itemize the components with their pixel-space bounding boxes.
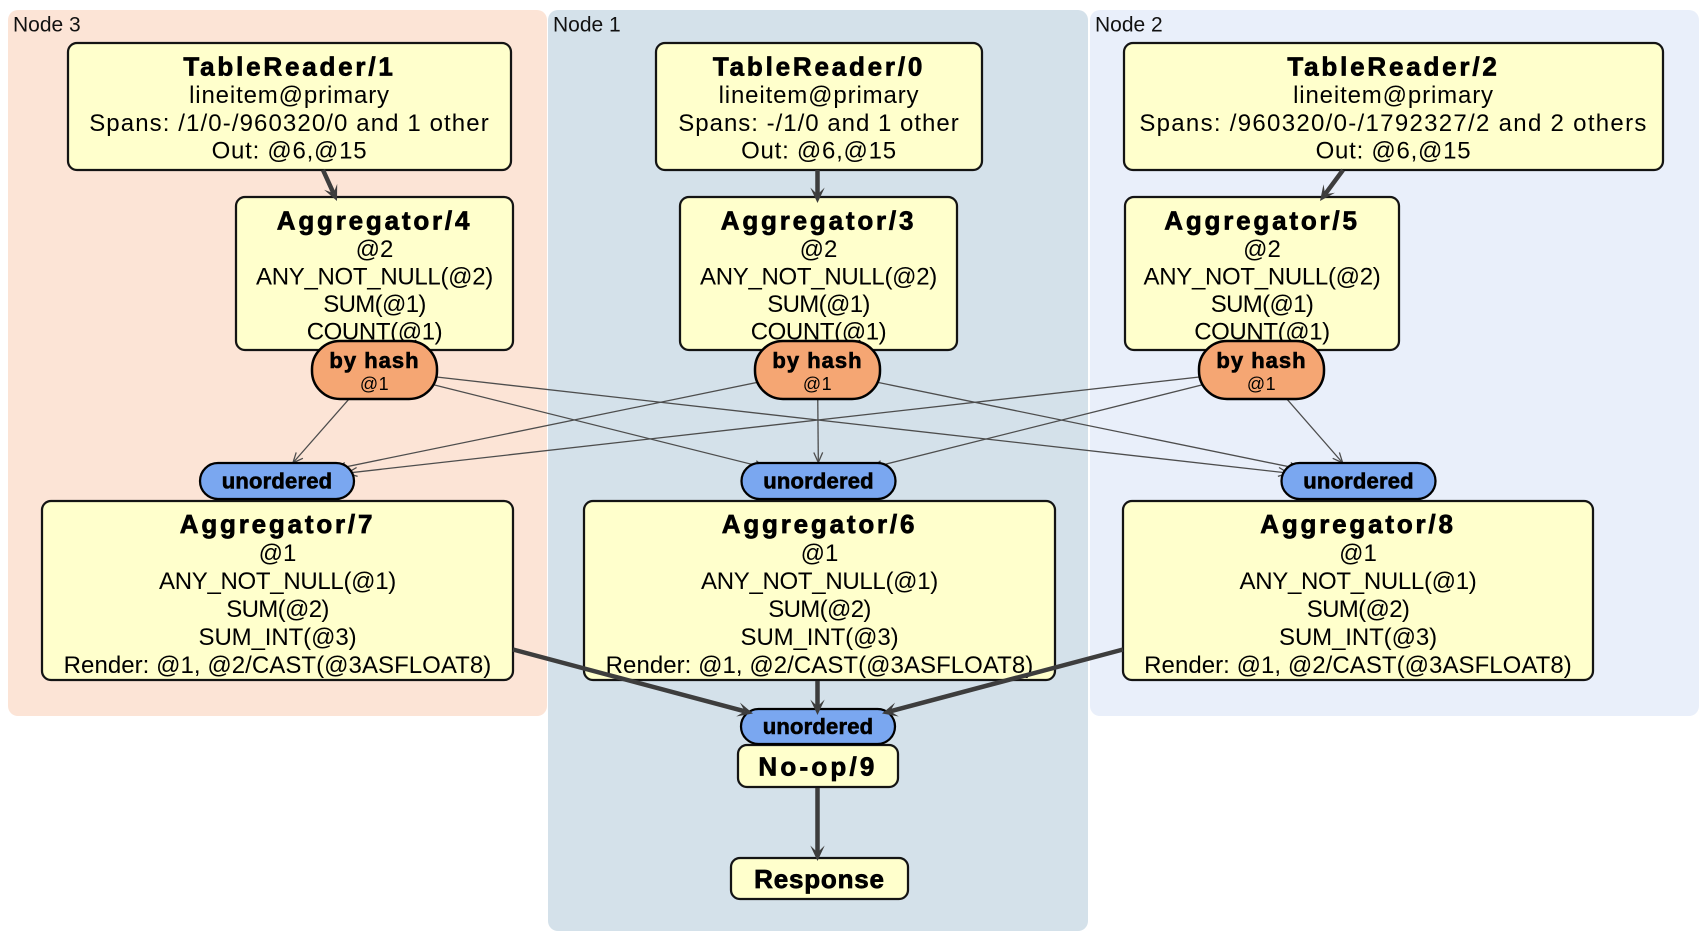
svg-text:@1: @1 <box>801 540 839 567</box>
svg-text:ANY_NOT_NULL(@2): ANY_NOT_NULL(@2) <box>700 264 937 291</box>
svg-text:Aggregator/5: Aggregator/5 <box>1164 206 1359 236</box>
svg-text:Render: @1, @2/CAST(@3ASFLOAT8: Render: @1, @2/CAST(@3ASFLOAT8) <box>606 652 1034 679</box>
svg-text:@1: @1 <box>259 540 297 567</box>
svg-text:TableReader/2: TableReader/2 <box>1287 52 1499 82</box>
svg-text:Response: Response <box>754 864 885 894</box>
svg-text:SUM_INT(@3): SUM_INT(@3) <box>1279 624 1437 651</box>
svg-text:TableReader/1: TableReader/1 <box>183 52 395 82</box>
svg-text:ANY_NOT_NULL(@2): ANY_NOT_NULL(@2) <box>1144 264 1381 291</box>
svg-text:Aggregator/8: Aggregator/8 <box>1260 509 1455 539</box>
svg-text:ANY_NOT_NULL(@1): ANY_NOT_NULL(@1) <box>1240 568 1477 595</box>
svg-text:Aggregator/4: Aggregator/4 <box>277 206 472 236</box>
svg-text:@1: @1 <box>360 374 389 394</box>
svg-text:SUM(@2): SUM(@2) <box>768 596 870 623</box>
svg-text:@2: @2 <box>356 236 394 263</box>
svg-text:TableReader/0: TableReader/0 <box>713 52 925 82</box>
svg-text:Aggregator/7: Aggregator/7 <box>180 509 375 539</box>
svg-text:Aggregator/6: Aggregator/6 <box>722 509 917 539</box>
svg-text:unordered: unordered <box>1303 469 1414 494</box>
svg-text:unordered: unordered <box>763 469 874 494</box>
svg-text:Aggregator/3: Aggregator/3 <box>721 206 916 236</box>
svg-text:SUM(@2): SUM(@2) <box>1307 596 1409 623</box>
svg-text:Node 3: Node 3 <box>13 14 81 37</box>
svg-text:Out: @6,@15: Out: @6,@15 <box>741 138 897 165</box>
svg-text:lineitem@primary: lineitem@primary <box>189 82 390 109</box>
svg-text:@1: @1 <box>1339 540 1377 567</box>
svg-text:unordered: unordered <box>222 469 333 494</box>
svg-text:by hash: by hash <box>329 348 419 373</box>
svg-text:Render: @1, @2/CAST(@3ASFLOAT8: Render: @1, @2/CAST(@3ASFLOAT8) <box>1144 652 1572 679</box>
svg-text:Spans: /1/0-/960320/0 and 1 ot: Spans: /1/0-/960320/0 and 1 other <box>89 110 490 137</box>
svg-text:SUM(@1): SUM(@1) <box>323 291 425 318</box>
svg-text:by hash: by hash <box>1216 348 1306 373</box>
svg-text:ANY_NOT_NULL(@1): ANY_NOT_NULL(@1) <box>701 568 938 595</box>
svg-text:No-op/9: No-op/9 <box>758 752 877 782</box>
svg-text:Out: @6,@15: Out: @6,@15 <box>212 138 368 165</box>
svg-text:ANY_NOT_NULL(@2): ANY_NOT_NULL(@2) <box>256 264 493 291</box>
svg-text:SUM(@2): SUM(@2) <box>226 596 328 623</box>
svg-text:SUM_INT(@3): SUM_INT(@3) <box>199 624 357 651</box>
svg-text:by hash: by hash <box>772 348 862 373</box>
svg-text:Spans: /960320/0-/1792327/2 an: Spans: /960320/0-/1792327/2 and 2 others <box>1139 110 1647 137</box>
svg-text:ANY_NOT_NULL(@1): ANY_NOT_NULL(@1) <box>159 568 396 595</box>
svg-text:@2: @2 <box>800 236 838 263</box>
svg-text:unordered: unordered <box>763 714 874 739</box>
svg-text:Node 1: Node 1 <box>553 14 621 37</box>
svg-text:SUM(@1): SUM(@1) <box>1211 291 1313 318</box>
svg-text:SUM(@1): SUM(@1) <box>767 291 869 318</box>
svg-text:lineitem@primary: lineitem@primary <box>719 82 920 109</box>
svg-text:Out: @6,@15: Out: @6,@15 <box>1316 138 1472 165</box>
svg-text:@1: @1 <box>803 374 832 394</box>
svg-text:Node 2: Node 2 <box>1095 14 1163 37</box>
svg-text:Spans: -/1/0 and 1 other: Spans: -/1/0 and 1 other <box>678 110 960 137</box>
svg-text:SUM_INT(@3): SUM_INT(@3) <box>741 624 899 651</box>
svg-text:@2: @2 <box>1243 236 1281 263</box>
svg-text:@1: @1 <box>1247 374 1276 394</box>
svg-text:lineitem@primary: lineitem@primary <box>1293 82 1494 109</box>
svg-text:Render: @1, @2/CAST(@3ASFLOAT8: Render: @1, @2/CAST(@3ASFLOAT8) <box>64 652 492 679</box>
